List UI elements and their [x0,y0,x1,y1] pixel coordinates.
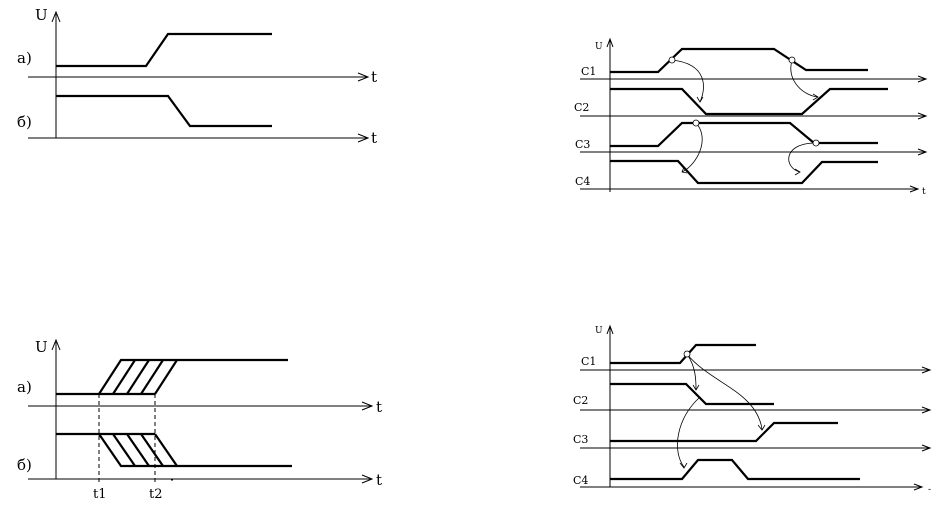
u-axis-label: U [595,42,603,52]
timing-diagram-bottom-left-svg: U t t а) б) t1 t2 [17,338,382,502]
c2-label: C2 [574,101,589,114]
c3-to-c4-arrow-2 [788,142,815,173]
t1-label: t1 [93,487,107,502]
c1-to-c2-arrowhead [692,384,700,391]
t2-label: t2 [149,487,163,502]
t-axis-1-label: t [371,68,377,86]
c3-signal [610,121,878,148]
c3-to-c4-arrow-1 [681,122,703,173]
c3-signal [610,421,838,443]
timing-diagram-bottom-right: U - C1 C2 C3 C4 [560,315,940,505]
c3-label: C3 [573,433,588,446]
c1-axis-arrowhead [917,75,928,83]
u-axis-arrowhead [606,324,614,335]
signal-b-hatch-3 [140,433,164,467]
timing-diagram-bottom-right-svg: U - C1 C2 C3 C4 [573,324,932,495]
c2-signal [610,87,888,116]
c1-signal [610,47,868,74]
c3-axis-arrowhead [921,444,932,452]
t-axis-label: - [928,485,931,495]
c1-rise-node [668,56,676,64]
signal-a-hatch-1 [112,359,136,395]
c4-signal [610,159,878,185]
c1-to-c3-arrow [686,353,763,430]
signal-a-hatch-2 [126,359,150,395]
c3-axis-arrowhead [917,148,928,156]
c4-axis-arrowhead [913,483,924,491]
c1-to-c2-arrow-2 [790,59,819,98]
c4-signal [610,458,860,481]
t-axis-2-label: t [376,471,382,489]
row-a-label: а) [17,378,32,396]
c1-to-c2-arrowhead-1 [696,96,704,103]
u-axis-arrowhead [51,10,61,23]
t-axis-1-arrowhead [361,401,374,411]
row-a-label: а) [17,49,32,67]
timing-diagram-top-left: U t t а) б) [0,0,400,160]
t-axis-2-arrowhead [357,133,370,143]
signal-a-late-edge [154,359,178,395]
c3-rise-node [692,119,700,127]
c1-signal [610,343,756,365]
c4-label: C4 [573,474,588,487]
c1-to-c2-arrow-1 [671,59,704,103]
c1-fall-node [788,56,796,64]
t-axis-2-label: t [371,129,377,147]
signal-b-falling [56,94,272,128]
c1-axis-arrowhead [921,366,932,374]
c1-label: C1 [581,355,596,368]
timing-diagram-bottom-left: U t t а) б) t1 t2 [0,320,400,512]
c1-label: C1 [581,65,596,78]
signal-b-hatch-1 [112,433,136,467]
t-axis-1-arrowhead [357,72,370,82]
t-axis-label: t [922,187,926,197]
signal-b-late-edge [154,433,178,467]
signal-a-upper [56,358,288,396]
timing-diagram-top-left-svg: U t t а) б) [17,6,377,147]
signal-b-hatch-2 [126,433,150,467]
t-axis-1-label: t [376,398,382,416]
c3-fall-node [812,139,820,147]
signal-b-lower [56,432,292,468]
c3-to-c4-arrowhead-1 [681,166,688,174]
c2-axis-arrowhead [917,112,928,120]
row-b-label: б) [17,113,32,131]
c2-label: C2 [573,394,588,407]
c2-axis-arrowhead [921,406,932,414]
timing-diagram-top-right: U t C1 C2 C3 C4 [560,30,940,210]
u-axis-label: U [35,338,48,356]
u-axis-arrowhead [51,338,61,351]
c1-to-c2-arrow [686,353,697,390]
c2-to-c4-arrow [677,396,701,468]
timing-diagram-top-right-svg: U t C1 C2 C3 C4 [574,37,928,197]
signal-a-hatch-3 [140,359,164,395]
signal-a-rising [56,32,272,68]
c2-signal [610,382,774,406]
c1-to-c2-arrowhead-2 [812,93,819,101]
c1-rise-node [683,350,691,358]
c4-label: C4 [575,175,590,188]
u-axis-label: U [35,6,48,24]
c3-label: C3 [575,138,590,151]
c3-to-c4-arrowhead-2 [794,168,801,176]
u-axis-arrowhead [606,37,614,48]
t-axis-2-arrowhead [361,474,374,484]
c2-to-c4-arrowhead [679,462,688,469]
u-axis-label: U [595,326,603,336]
c4-axis-arrowhead [909,185,920,193]
row-b-label: б) [17,456,32,474]
c1-to-c3-arrowhead [757,424,766,431]
